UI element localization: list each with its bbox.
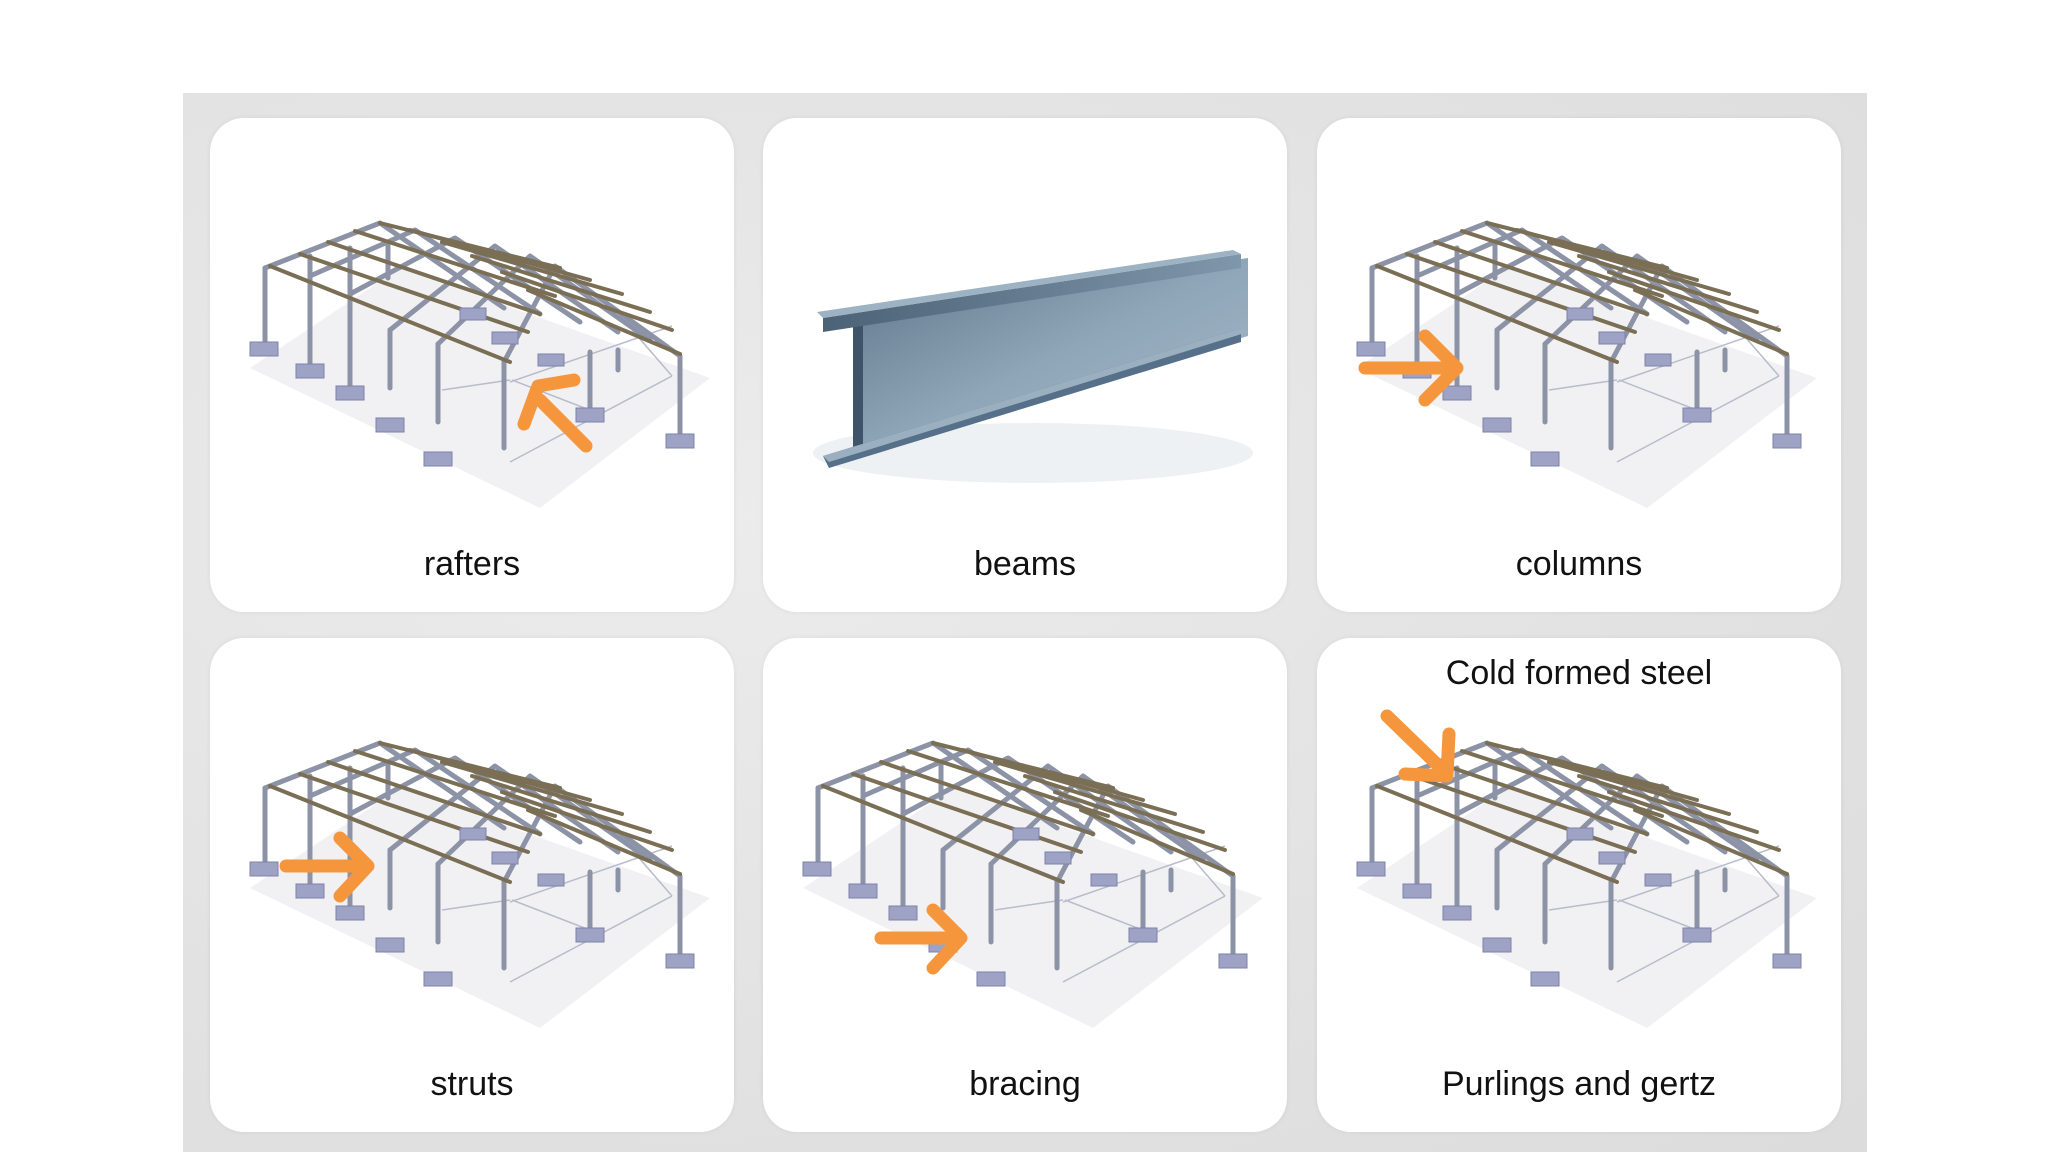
panel-columns: columns <box>1317 118 1841 612</box>
panel-label: struts <box>430 1065 514 1103</box>
frame-structure-icon <box>763 638 1287 1132</box>
frame-structure-icon <box>1317 709 1841 1132</box>
panel-label: columns <box>1515 545 1643 583</box>
i-beam-icon <box>813 250 1253 483</box>
orange-arrow-icon <box>517 373 593 453</box>
orange-arrow-icon <box>1380 709 1456 783</box>
panel-label: rafters <box>423 545 521 583</box>
panel-bracing: bracing <box>763 638 1287 1132</box>
panel-purlins: Cold formed steel Purlings and gertz <box>1317 638 1841 1132</box>
panel-board: rafters <box>183 93 1867 1152</box>
panel-label: bracing <box>969 1065 1081 1103</box>
panel-beams: beams <box>763 118 1287 612</box>
panel-rafters: rafters <box>210 118 734 612</box>
orange-arrow-icon <box>279 831 375 903</box>
frame-structure-icon <box>210 118 734 612</box>
panel-struts: struts <box>210 638 734 1132</box>
frame-structure-icon <box>1317 118 1841 612</box>
panel-top-label: Cold formed steel <box>1445 654 1713 692</box>
orange-arrow-icon <box>874 903 968 975</box>
frame-structure-icon <box>210 638 734 1132</box>
panel-label: Purlings and gertz <box>1441 1065 1717 1103</box>
panel-label: beams <box>973 545 1077 583</box>
orange-arrow-icon <box>1358 329 1464 407</box>
